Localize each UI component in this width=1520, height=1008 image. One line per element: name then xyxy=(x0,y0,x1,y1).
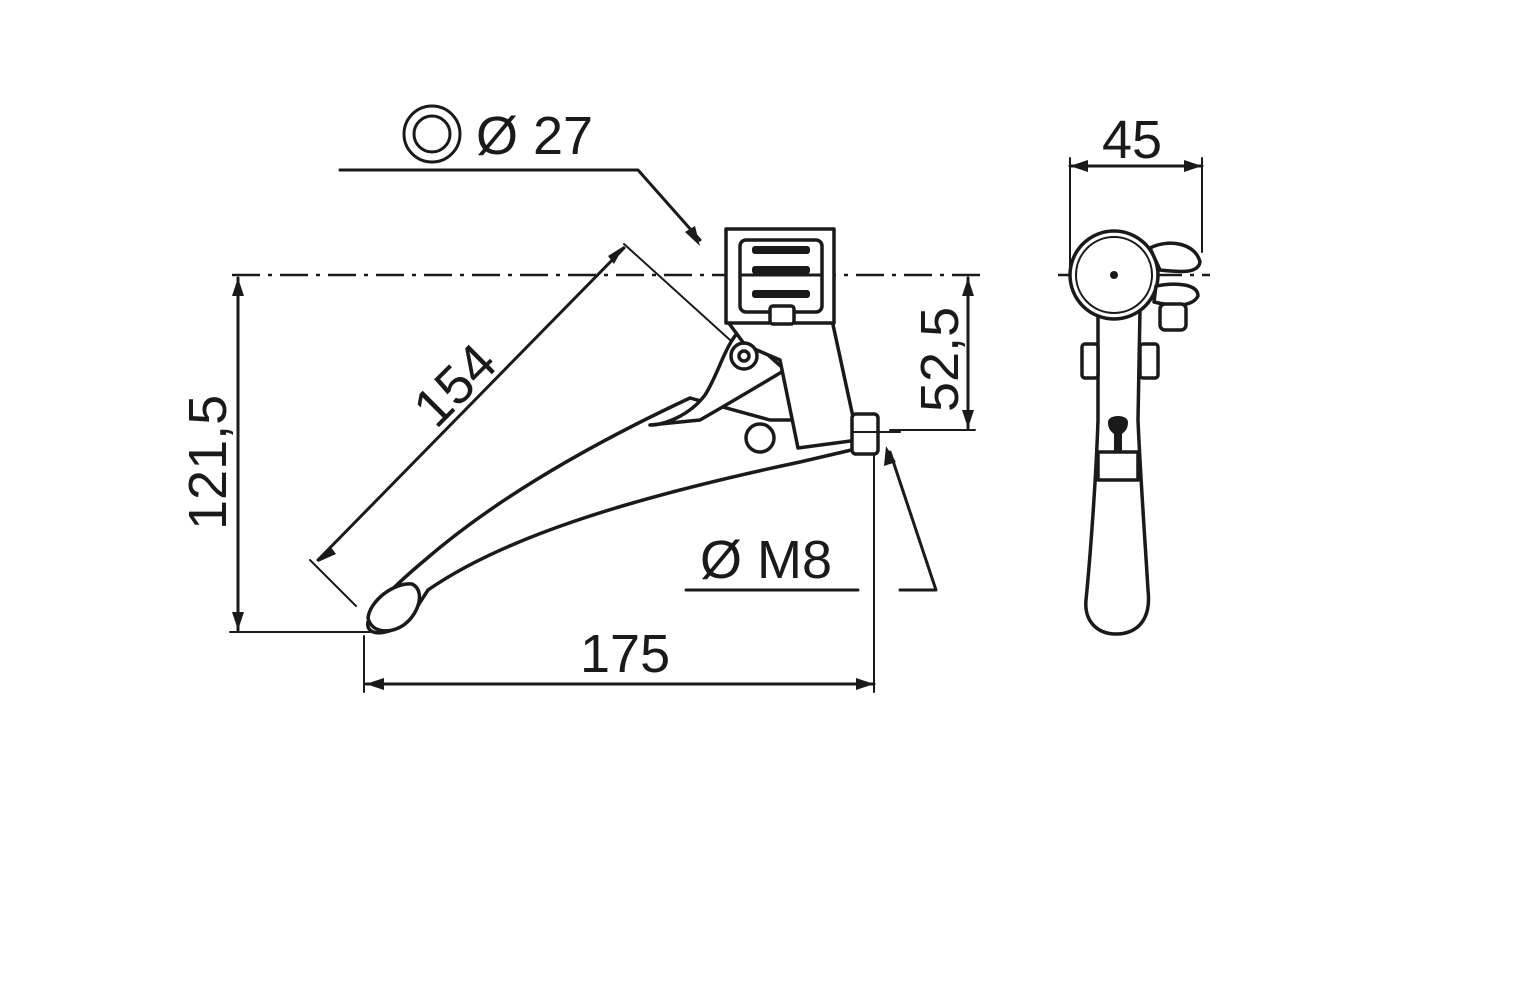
thread-leader xyxy=(888,450,938,592)
diameter-symbol-outer xyxy=(402,104,462,164)
clamp-diameter-leader xyxy=(338,168,702,242)
height-arrow-bottom xyxy=(232,612,244,630)
axis-offset-label: 52,5 xyxy=(910,307,970,412)
clamp-bolt-lower xyxy=(752,290,810,298)
offset-arrow-top xyxy=(962,278,974,296)
front-clamp-center xyxy=(1110,271,1118,279)
reach-extension-top xyxy=(623,243,731,341)
cable-adjuster xyxy=(850,412,880,456)
height-arrow-top xyxy=(232,278,244,296)
clamp-bolt-middle xyxy=(752,266,810,274)
dimension-clamp-diameter: Ø 27 xyxy=(338,104,702,246)
dimension-height: 121,5 xyxy=(178,276,371,633)
length-arrow-right xyxy=(856,678,874,690)
reach-dimension-line xyxy=(316,246,626,562)
clamp-diameter-arrow xyxy=(685,226,700,246)
clamp-diameter-label: Ø 27 xyxy=(476,106,593,166)
body-hole xyxy=(744,422,776,454)
thread-label: Ø M8 xyxy=(700,530,832,590)
dimension-width: 45 xyxy=(1068,110,1204,271)
front-keyhole xyxy=(1108,416,1128,452)
reach-label: 154 xyxy=(402,332,508,438)
height-label: 121,5 xyxy=(178,395,238,530)
length-label: 175 xyxy=(580,624,670,684)
offset-arrow-bottom xyxy=(962,410,974,428)
clamp-bolt-upper xyxy=(752,246,810,254)
front-nut-left xyxy=(1080,342,1100,380)
pivot-bolt-center xyxy=(737,349,751,363)
reach-arrow-bottom xyxy=(318,546,336,562)
dimension-thread: Ø M8 xyxy=(684,446,938,592)
width-arrow-left xyxy=(1070,160,1088,172)
dimension-length: 175 xyxy=(363,455,876,693)
diameter-symbol-inner xyxy=(412,114,452,154)
front-view: 45 xyxy=(1058,110,1210,636)
width-label: 45 xyxy=(1102,110,1162,170)
reach-arrow-top xyxy=(608,246,624,264)
front-clamp-ear-lower xyxy=(1152,282,1200,307)
reach-extension-bottom xyxy=(309,559,357,607)
clamp-nut xyxy=(768,304,796,326)
front-grip-band xyxy=(1096,450,1140,482)
width-arrow-right xyxy=(1184,160,1202,172)
dimension-axis-offset: 52,5 xyxy=(889,276,976,431)
length-arrow-left xyxy=(366,678,384,690)
front-clamp-ear-upper xyxy=(1148,241,1202,274)
front-clamp-ring-inner xyxy=(1075,236,1153,314)
thread-arrow xyxy=(884,446,896,466)
front-nut-right xyxy=(1138,342,1160,380)
side-view: Ø 27 154 121,5 52,5 xyxy=(178,104,985,693)
lever-tip xyxy=(366,582,422,633)
front-clamp-bolt-head xyxy=(1158,302,1188,332)
lever-blade xyxy=(366,396,862,635)
